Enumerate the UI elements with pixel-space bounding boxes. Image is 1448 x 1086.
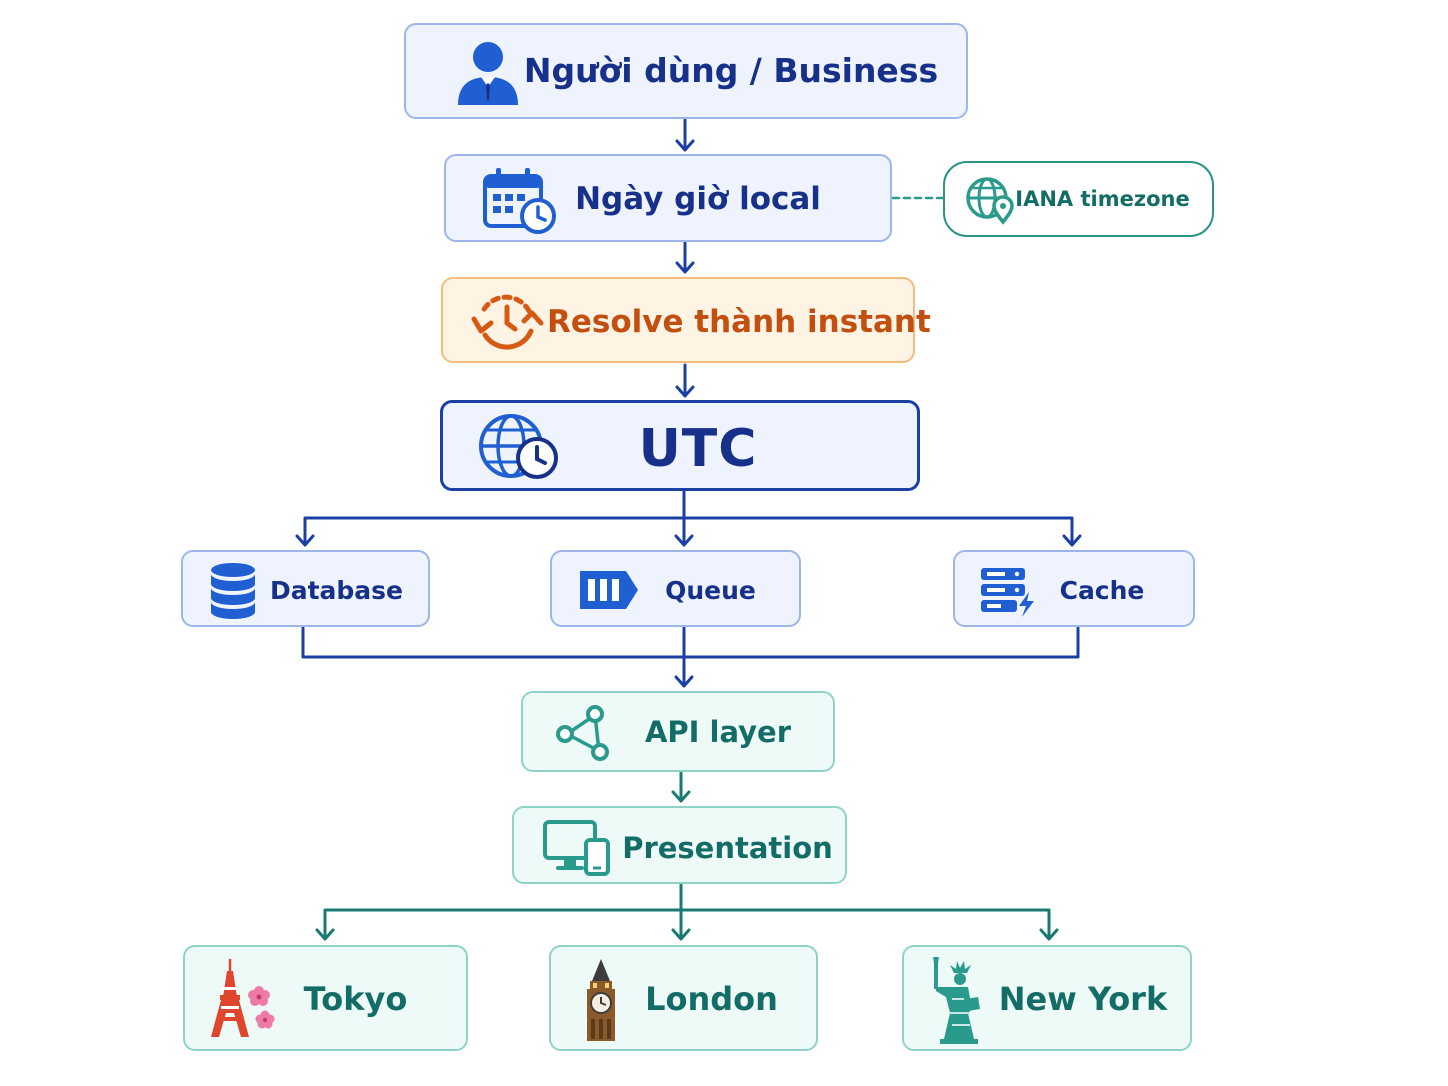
resolve-instant-label: Resolve thành instant [547,304,931,340]
queue-icon [580,571,638,609]
clock-sync-icon [471,294,544,350]
tokyo-tower-icon [211,959,275,1037]
node-cache: Cache [953,550,1195,627]
node-user: Người dùng / Business [404,23,968,119]
arrow-api-to-presentation [671,771,691,803]
node-new-york: New York [902,945,1192,1051]
node-presentation: Presentation [512,806,847,884]
node-resolve-instant: Resolve thành instant [441,277,931,363]
node-utc: UTC [440,400,920,491]
node-database: Database [181,550,430,627]
local-datetime-label: Ngày giờ local [575,181,821,217]
node-tokyo: Tokyo [183,945,468,1051]
new-york-label: New York [998,980,1168,1018]
node-api-layer: API layer [521,691,835,772]
queue-label: Queue [665,576,756,605]
utc-label: UTC [638,419,758,479]
globe-pin-icon [966,177,1014,225]
share-nodes-icon [556,705,609,761]
globe-clock-icon [479,414,558,479]
database-label: Database [269,576,404,605]
user-label: Người dùng / Business [523,51,939,90]
calendar-clock-icon [483,168,556,234]
big-ben-icon [587,959,615,1041]
node-queue: Queue [550,550,801,627]
node-london: London [549,945,818,1051]
iana-timezone-label: IANA timezone [1015,187,1190,211]
tokyo-label: Tokyo [303,980,408,1018]
node-iana-timezone: IANA timezone [943,161,1214,237]
api-layer-label: API layer [644,715,792,749]
arrow-storage-to-api [301,626,1080,688]
database-icon [211,563,255,619]
arrow-local-to-resolve [675,241,695,274]
arrow-utc-fanout [295,490,1082,547]
presentation-label: Presentation [622,831,833,865]
server-bolt-icon [981,568,1034,617]
node-local-datetime: Ngày giờ local [444,154,892,242]
person-icon [458,42,518,105]
arrow-user-to-local [675,118,695,152]
london-label: London [645,980,778,1018]
arrow-presentation-fanout [315,883,1059,941]
arrow-resolve-to-utc [675,363,695,398]
devices-icon [543,820,610,876]
statue-of-liberty-icon [933,957,980,1044]
cache-label: Cache [1059,576,1145,605]
